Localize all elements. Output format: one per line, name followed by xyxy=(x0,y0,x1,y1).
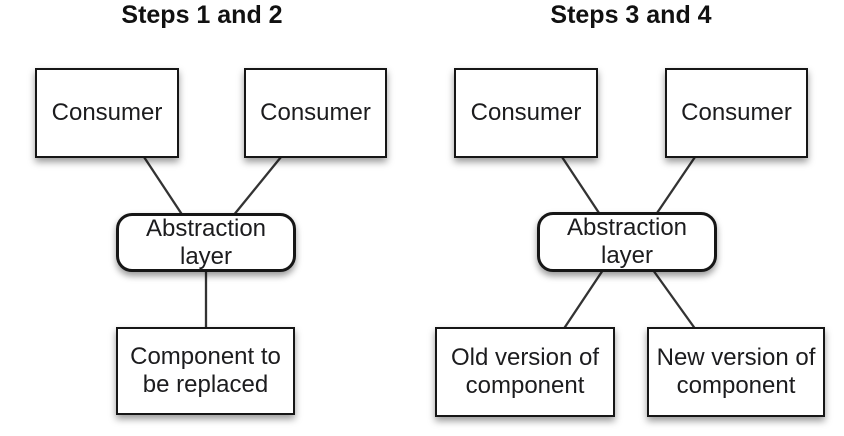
connector-line xyxy=(561,156,602,217)
left-consumer-box-1: Consumer xyxy=(35,68,179,158)
connector-line xyxy=(562,269,604,331)
connector-line xyxy=(232,156,282,217)
node-label: component xyxy=(465,372,585,399)
node-label: Abstraction xyxy=(566,214,688,241)
left-consumer-box-2: Consumer xyxy=(244,68,387,158)
node-label: Abstraction xyxy=(145,214,267,242)
node-label: Old version of xyxy=(450,344,600,371)
right-consumer-box-1: Consumer xyxy=(454,68,598,158)
connector-line xyxy=(143,156,184,217)
node-label: Consumer xyxy=(470,99,582,126)
panel-title-steps-1-2: Steps 1 and 2 xyxy=(121,1,283,29)
node-label: layer xyxy=(179,242,233,270)
new-version-of-component-box: New version of component xyxy=(647,327,825,417)
connector-line xyxy=(654,156,696,217)
node-label: Consumer xyxy=(681,99,792,126)
right-consumer-box-2: Consumer xyxy=(665,68,808,158)
right-abstraction-layer-node: Abstraction layer xyxy=(537,212,717,272)
node-label: Component to xyxy=(130,343,281,370)
node-label: layer xyxy=(600,242,654,269)
component-to-be-replaced-box: Component to be replaced xyxy=(116,327,295,415)
connector-line xyxy=(652,269,697,331)
node-label: Consumer xyxy=(260,99,371,126)
node-label: Consumer xyxy=(51,99,163,126)
node-label: component xyxy=(676,372,796,399)
node-label: be replaced xyxy=(142,371,269,398)
old-version-of-component-box: Old version of component xyxy=(435,327,615,417)
node-label: New version of xyxy=(656,344,816,371)
panel-title-steps-3-4: Steps 3 and 4 xyxy=(550,1,712,29)
left-abstraction-layer-node: Abstraction layer xyxy=(116,213,296,272)
